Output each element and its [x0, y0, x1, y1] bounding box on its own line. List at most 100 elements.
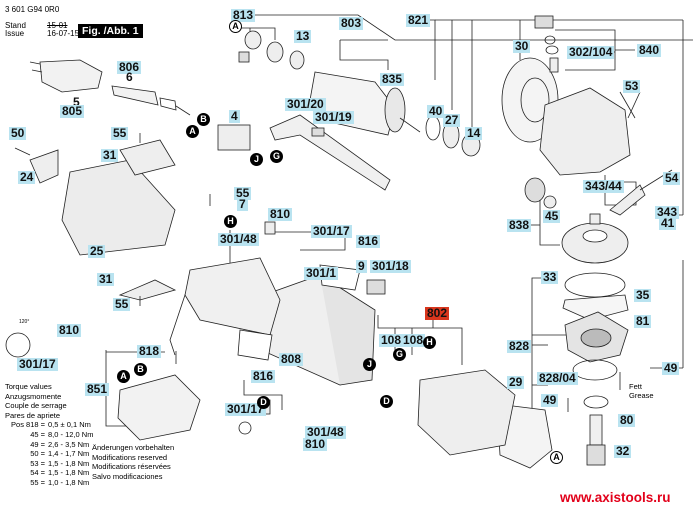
part-label-851: 851 — [85, 382, 110, 396]
modifications-note: Änderungen vorbehalten Modifications res… — [92, 443, 174, 481]
part-label-14: 14 — [465, 126, 483, 140]
spindle-part — [583, 395, 609, 466]
torque-value: 0,5 ± 0,1 Nm — [48, 420, 91, 430]
part-label-108-b: 108 — [401, 333, 426, 347]
part-label-81: 81 — [634, 314, 652, 328]
spindle-lock-parts — [534, 15, 559, 73]
grease-note-de: Fett — [629, 382, 642, 391]
part-label-806: 806 — [117, 60, 142, 74]
figure-label: Fig. /Abb. 1 — [78, 24, 143, 38]
part-label-840: 840 — [637, 43, 662, 57]
bearings-part — [238, 30, 305, 70]
part-label-301-48-bottom: 301/48 — [305, 425, 346, 439]
callout-b-holder: B — [134, 363, 147, 376]
part-label-301-17-bottom: 301/17 — [225, 402, 266, 416]
part-label-810-top: 810 — [268, 207, 293, 221]
part-label-35: 35 — [634, 288, 652, 302]
torque-title-en: Torque values — [5, 382, 52, 391]
part-label-55-mid: 55 — [234, 186, 252, 200]
website-link[interactable]: www.axistools.ru — [560, 490, 671, 505]
stand-label: Stand — [5, 21, 26, 30]
part-label-302-104: 302/104 — [567, 45, 615, 59]
torque-row: 55 =1,0 - 1,8 Nm — [5, 478, 93, 488]
part-label-13: 13 — [294, 29, 312, 43]
power-plug-part — [29, 59, 103, 93]
torque-pos: 54 = — [30, 468, 45, 478]
part-label-301-18: 301/18 — [370, 259, 411, 273]
torque-value: 8,0 - 12,0 Nm — [48, 429, 94, 439]
grease-note: Fett Grease — [629, 382, 654, 400]
torque-pos: 53 = — [30, 458, 45, 468]
torque-row: 54 =1,5 - 1,8 Nm — [5, 468, 93, 478]
part-label-821: 821 — [406, 13, 431, 27]
torque-values-table: Torque values Anzugsmomente Couple de se… — [5, 382, 93, 488]
part-label-41: 41 — [659, 216, 677, 230]
bearing-plate-part — [564, 311, 629, 381]
part-label-31-top: 31 — [101, 148, 119, 162]
part-label-6: 6 — [126, 70, 133, 84]
rear-housing-part — [61, 159, 176, 256]
angle-note: 120° — [19, 319, 30, 325]
part-label-810-left: 810 — [57, 323, 82, 337]
torque-value: 1,5 - 1,8 Nm — [48, 468, 90, 478]
part-label-49-left: 49 — [541, 393, 559, 407]
part-label-55-bottom: 55 — [113, 297, 131, 311]
screw-parts — [14, 91, 641, 412]
part-label-108-a: 108 — [379, 333, 404, 347]
part-label-25: 25 — [88, 244, 106, 258]
part-label-803: 803 — [339, 16, 364, 30]
torque-pos: Pos 818 = — [11, 420, 45, 430]
part-label-301-17-top: 301/17 — [311, 224, 352, 238]
grease-note-en: Grease — [629, 391, 654, 400]
callout-a-holder: A — [117, 370, 130, 383]
callout-g: G — [270, 150, 283, 163]
part-label-343: 343 — [655, 205, 680, 219]
callout-j-motor: J — [363, 358, 376, 371]
callout-h: H — [224, 215, 237, 228]
part-label-810-bottom: 810 — [303, 437, 328, 451]
gasket-and-flange-part — [562, 272, 629, 321]
callout-d-brush: D — [257, 396, 270, 409]
modifications-en: Modifications reserved — [92, 452, 168, 462]
part-label-805: 805 — [60, 104, 85, 118]
part-label-27: 27 — [443, 113, 461, 127]
part-label-818: 818 — [137, 344, 162, 358]
part-label-301-20: 301/20 — [285, 97, 326, 111]
modifications-es: Salvo modificaciones — [92, 471, 163, 481]
part-label-301-48-top: 301/48 — [218, 232, 259, 246]
torque-value: 1,0 - 1,8 Nm — [48, 477, 90, 487]
part-label-45: 45 — [543, 209, 561, 223]
part-label-4: 4 — [229, 109, 240, 123]
cable-sleeve-part — [111, 85, 191, 116]
part-label-828-04: 828/04 — [537, 371, 578, 385]
torque-value: 1,4 - 1,7 Nm — [48, 449, 90, 459]
stand-date: 15-01 — [47, 21, 68, 30]
part-label-80: 80 — [618, 413, 636, 427]
torque-pos: 49 = — [30, 439, 45, 449]
part-label-49-right: 49 — [662, 361, 680, 375]
torque-row: 50 =1,4 - 1,7 Nm — [5, 449, 93, 459]
torque-pos: 50 = — [30, 449, 45, 459]
part-label-31-bottom: 31 — [97, 272, 115, 286]
brush-holder-part — [117, 374, 201, 441]
covers-part — [29, 139, 177, 301]
part-label-816-bottom: 816 — [251, 369, 276, 383]
part-label-5: 5 — [73, 95, 80, 109]
part-label-301-1: 301/1 — [304, 266, 339, 280]
torque-title-fr: Couple de serrage — [5, 401, 67, 411]
callout-a-guard: A — [550, 451, 563, 464]
part-label-9: 9 — [356, 259, 367, 273]
modifications-fr: Modifications réservées — [92, 462, 171, 472]
part-label-29: 29 — [507, 375, 525, 389]
callout-a-open: A — [229, 20, 242, 33]
torque-row: 53 =1,5 - 1,8 Nm — [5, 459, 93, 469]
part-label-32: 32 — [614, 444, 632, 458]
part-label-54: 54 — [663, 171, 681, 185]
crown-gear-part — [561, 213, 629, 264]
part-label-301-19: 301/19 — [313, 110, 354, 124]
torque-value: 1,5 - 1,8 Nm — [48, 458, 90, 468]
callout-j: J — [250, 153, 263, 166]
torque-row: 49 =2,6 - 3,5 Nm — [5, 440, 93, 450]
issue-date: 16-07-15 — [47, 29, 80, 38]
